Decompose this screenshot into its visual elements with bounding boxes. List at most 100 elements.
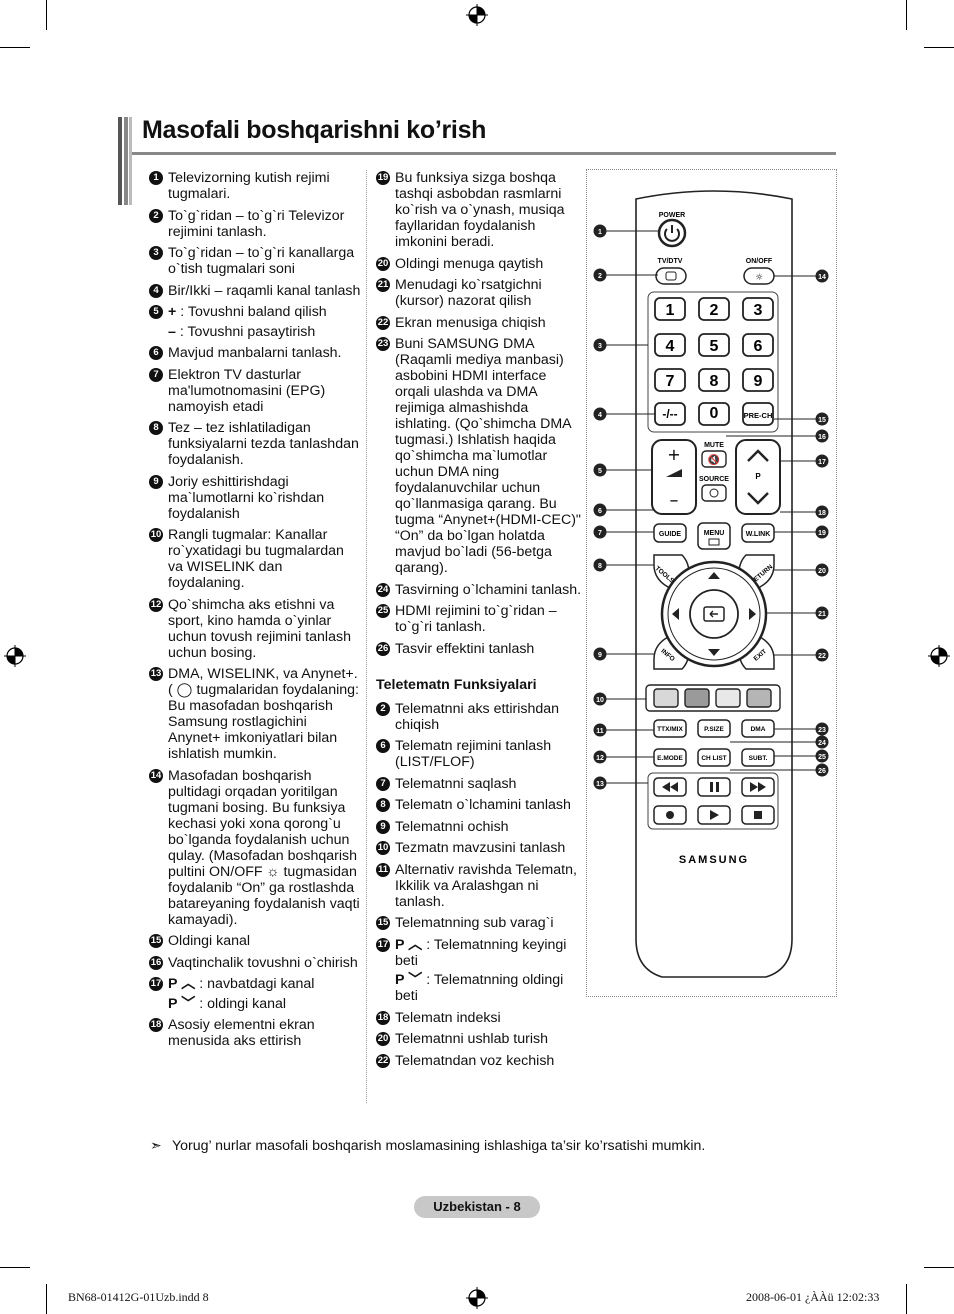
- digit-button[interactable]: [654, 297, 686, 321]
- item-text: : Tovushni baland qilish: [176, 304, 327, 320]
- callout-label: 23: [818, 727, 826, 734]
- color-key-button[interactable]: [746, 688, 772, 708]
- item-text: Telematnni ochish: [395, 818, 509, 835]
- item-number-badge: 6: [376, 739, 390, 753]
- item-number-badge: 8: [149, 421, 163, 435]
- item-number-badge: 26: [376, 641, 390, 656]
- digit-button[interactable]: [698, 368, 730, 392]
- callout-label: 24: [818, 740, 826, 747]
- menu-button[interactable]: [697, 522, 731, 550]
- callout-label: 19: [818, 530, 826, 537]
- light-icon: ☼: [755, 273, 763, 283]
- item-text: Rangli tugmalar: Kanallar ro`yxatidagi b…: [168, 527, 344, 591]
- digit-button[interactable]: [698, 402, 730, 426]
- mute-button[interactable]: [701, 450, 727, 468]
- item-number-badge: 15: [376, 916, 390, 930]
- item-number-badge: 9: [149, 474, 163, 489]
- crop-mark: [924, 1267, 954, 1268]
- callout-label: 9: [598, 652, 602, 659]
- wlink-button[interactable]: [741, 523, 775, 543]
- function-keys[interactable]: TTX/MIX P.SIZE DMA E.MODE CH LIST SUBT.: [653, 719, 775, 767]
- item-text: Telematnning sub varag`i: [395, 915, 554, 931]
- item-number-badge: 18: [376, 1010, 390, 1025]
- svg-text:E.MODE: E.MODE: [657, 755, 683, 762]
- callout-badge: [815, 606, 829, 620]
- color-key-button[interactable]: [653, 688, 679, 708]
- svg-text:P: P: [755, 472, 761, 481]
- callout-badge: [815, 749, 829, 763]
- callout-label: 18: [818, 510, 826, 517]
- item-number-badge: 4: [149, 283, 163, 298]
- item-key-symbol: –: [168, 323, 176, 340]
- digit-button[interactable]: [654, 333, 686, 357]
- digit-button[interactable]: [698, 297, 730, 321]
- digit-label: 0: [710, 405, 719, 422]
- crop-mark: [0, 1267, 30, 1268]
- item-text: Telematnni ushlab turish: [395, 1031, 548, 1047]
- item-text: Bir/Ikki – raqamli kanal tanlash: [168, 282, 361, 299]
- digit-button[interactable]: [742, 402, 774, 426]
- callout-badge: [593, 268, 607, 282]
- item-text: Telematn indeksi: [395, 1009, 501, 1026]
- item-text: Mavjud manbalarni tanlash.: [168, 345, 342, 361]
- page-number-badge: Uzbekistan - 8: [414, 1196, 540, 1218]
- callout-badge: [815, 412, 829, 426]
- channel-rocker[interactable]: [735, 439, 781, 515]
- dpad-left-icon: [672, 608, 679, 620]
- item-text: : navbatdagi kanal: [195, 976, 315, 992]
- color-key-button[interactable]: [684, 688, 710, 708]
- item-number-badge: 18: [149, 1018, 163, 1032]
- digit-button[interactable]: [742, 368, 774, 392]
- callout-badge: [593, 525, 607, 539]
- list-item: 18 Telematn indeksi: [376, 1010, 584, 1026]
- callout-label: 13: [596, 781, 604, 788]
- list-item: 15 Telematnning sub varag`i: [376, 915, 584, 931]
- power-label: POWER: [659, 212, 685, 219]
- color-keys-frame: [645, 684, 781, 712]
- item-key-symbol: P ﹀: [395, 972, 423, 988]
- callout-label: 16: [818, 434, 826, 441]
- svg-text:CH LIST: CH LIST: [701, 755, 726, 762]
- item-number-badge: 10: [376, 841, 390, 855]
- crop-mark: [46, 0, 47, 30]
- tvdtv-button[interactable]: [655, 267, 687, 285]
- volume-ramp-icon: [666, 469, 682, 477]
- media-keys[interactable]: [653, 777, 775, 825]
- source-button[interactable]: [701, 484, 727, 502]
- color-keys[interactable]: [653, 688, 772, 708]
- digit-button[interactable]: [742, 297, 774, 321]
- pause-icon: [710, 782, 719, 792]
- color-key-button[interactable]: [715, 688, 741, 708]
- play-icon: [710, 810, 719, 820]
- onoff-label: ON/OFF: [746, 258, 773, 265]
- callout-label: 21: [818, 611, 826, 618]
- digit-button[interactable]: [698, 333, 730, 357]
- guide-button[interactable]: [653, 523, 687, 543]
- callout-badge: [593, 750, 607, 764]
- callout-badge: [815, 454, 829, 468]
- enter-icon: [703, 606, 725, 622]
- digit-button[interactable]: [654, 368, 686, 392]
- item-text: Ekran menusiga chiqish: [395, 314, 546, 331]
- digit-button[interactable]: [742, 333, 774, 357]
- item-text: Oldingi kanal: [168, 933, 251, 949]
- callout-badge: [815, 563, 829, 577]
- item-text: HDMI rejimini to`g`ridan – to`g`ri tanla…: [395, 603, 557, 635]
- source-icon: [709, 488, 719, 498]
- digit-label: 5: [710, 338, 719, 355]
